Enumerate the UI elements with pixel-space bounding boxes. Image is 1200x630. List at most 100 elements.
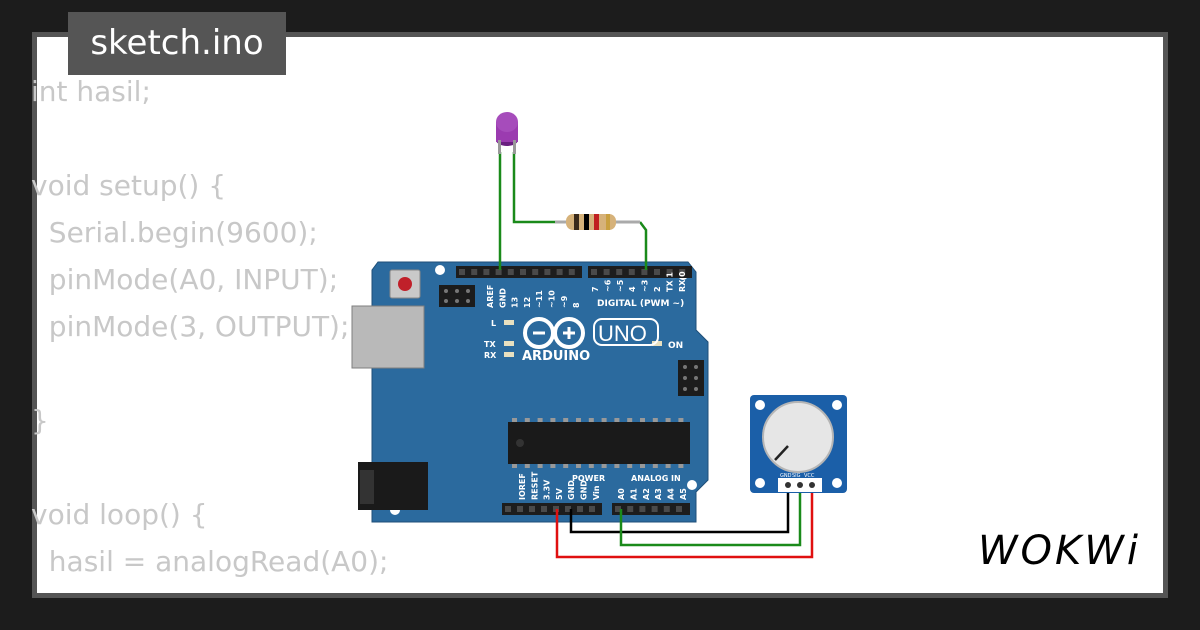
header-pin[interactable] xyxy=(676,506,682,512)
header-pin[interactable] xyxy=(654,269,660,275)
pin-label: 4 xyxy=(628,286,637,292)
pin-label: A0 xyxy=(617,488,626,500)
pin-label: RESET xyxy=(530,471,539,500)
pin-label: 2 xyxy=(653,286,662,292)
pin-label: ~10 xyxy=(548,290,557,308)
pin-label: 12 xyxy=(523,297,532,308)
pin-label: IOREF xyxy=(518,473,527,500)
power-header-label: POWER xyxy=(572,474,605,483)
header-pin[interactable] xyxy=(520,269,526,275)
pin-label: A4 xyxy=(667,488,676,500)
header-pin[interactable] xyxy=(615,506,621,512)
header-pin[interactable] xyxy=(532,269,539,275)
pin-label: 7 xyxy=(591,286,600,292)
file-tab[interactable]: sketch.ino xyxy=(68,12,286,75)
code-line: pinMode(3, OUTPUT); xyxy=(31,310,350,343)
header-pin[interactable] xyxy=(666,269,673,275)
header-pin[interactable] xyxy=(565,506,571,512)
code-line: hasil = analogRead(A0); xyxy=(31,545,389,578)
pin-label: 13 xyxy=(511,297,520,308)
header-pin[interactable] xyxy=(663,506,670,512)
header-pin[interactable] xyxy=(641,269,648,275)
header-pin[interactable] xyxy=(577,506,583,512)
header-pin[interactable] xyxy=(541,506,547,512)
pin-label: 8 xyxy=(572,302,581,308)
wire-led-resistor xyxy=(512,152,555,224)
header-pin[interactable] xyxy=(679,269,686,275)
pin-label: 3.3V xyxy=(543,479,552,500)
led-rx-label: RX xyxy=(484,351,497,360)
led-component[interactable] xyxy=(496,112,518,154)
led-tx-label: TX xyxy=(484,340,496,349)
header-pin[interactable] xyxy=(616,269,623,275)
led-on-label: ON xyxy=(668,341,683,351)
code-preview: int hasil; void setup() { Serial.begin(96… xyxy=(31,68,388,585)
led-rx xyxy=(504,352,514,357)
code-line: int hasil; xyxy=(31,75,151,108)
header-pin[interactable] xyxy=(651,506,658,512)
arduino-logo-icon xyxy=(523,317,585,349)
arduino-logo-text: ARDUINO xyxy=(522,349,590,364)
pin-label: GND xyxy=(580,480,589,500)
pin-label: AREF xyxy=(486,285,495,308)
header-pin[interactable] xyxy=(603,269,610,275)
header-pin[interactable] xyxy=(628,269,635,275)
pin-label: Vin xyxy=(592,485,601,500)
pin-label: ~5 xyxy=(616,279,625,292)
digital-header-label: DIGITAL (PWM ~) xyxy=(597,299,684,309)
potentiometer-knob[interactable] xyxy=(762,401,834,473)
pot-pin-label: GND xyxy=(780,473,792,479)
wokwi-logo: WOKWi xyxy=(978,528,1141,574)
microcontroller-chip xyxy=(508,422,690,464)
header-pin[interactable] xyxy=(507,269,514,275)
header-pin[interactable] xyxy=(517,506,523,512)
header-pin[interactable] xyxy=(459,269,465,275)
pin-label: A5 xyxy=(679,488,688,500)
header-pin[interactable] xyxy=(639,506,646,512)
pot-pin-label: SIG xyxy=(792,473,801,479)
code-line: } xyxy=(31,404,49,437)
code-line: void loop() { xyxy=(31,498,208,531)
pin-label: RX 0 xyxy=(678,271,687,292)
header-pin[interactable] xyxy=(589,506,595,512)
header-pin[interactable] xyxy=(591,269,597,275)
pot-pin-label: VCC xyxy=(804,473,815,479)
wires xyxy=(498,152,814,559)
board-model-label: UNO xyxy=(598,321,647,346)
wire-5v-vcc xyxy=(555,484,814,559)
resistor-component[interactable] xyxy=(555,214,640,230)
header-pin[interactable] xyxy=(505,506,511,512)
analog-header-label: ANALOG IN xyxy=(631,474,681,483)
code-line: pinMode(A0, INPUT); xyxy=(31,263,339,296)
header-pin[interactable] xyxy=(471,269,478,275)
header-pin[interactable] xyxy=(483,269,490,275)
wire-resistor-pin3 xyxy=(639,221,648,270)
wire-a0-sig xyxy=(619,484,802,547)
header-pin[interactable] xyxy=(568,269,575,275)
led-l xyxy=(504,320,514,325)
led-tx xyxy=(504,341,514,346)
header-pin[interactable] xyxy=(627,506,634,512)
code-line: void setup() { xyxy=(31,169,227,202)
pin-label: GND xyxy=(498,288,507,308)
led-on xyxy=(652,341,662,346)
led-l-label: L xyxy=(491,319,496,328)
pin-label: GND xyxy=(567,480,576,500)
header-pin[interactable] xyxy=(529,506,535,512)
header-pin[interactable] xyxy=(556,269,563,275)
pin-label: ~11 xyxy=(535,290,544,308)
usb-port xyxy=(351,305,425,369)
pin-label: A2 xyxy=(642,488,651,500)
pin-label: ~9 xyxy=(560,295,569,308)
pin-label: ~6 xyxy=(603,279,612,292)
header-pin[interactable] xyxy=(495,269,502,275)
code-line: Serial.begin(9600); xyxy=(31,216,318,249)
pin-label: A3 xyxy=(654,488,663,500)
wire-gnd-gnd xyxy=(569,484,790,534)
header-pin[interactable] xyxy=(544,269,551,275)
pin-label: 5V xyxy=(555,487,564,500)
pin-label: ~3 xyxy=(641,280,650,292)
